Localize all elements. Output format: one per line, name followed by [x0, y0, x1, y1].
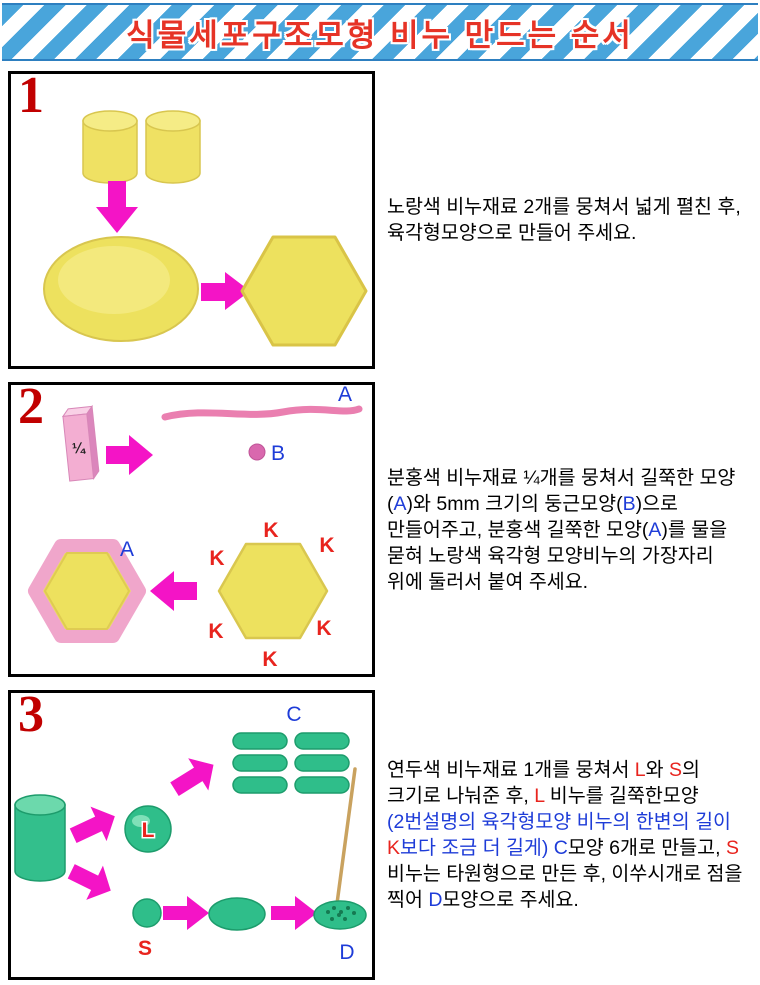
arrow-right-icon	[163, 896, 209, 930]
oval-label-d: D	[339, 941, 354, 964]
edge-label-k-upper-right: K	[319, 534, 334, 557]
pink-strip	[161, 405, 363, 421]
step-2-illustration: ¼ A B A K K	[28, 385, 363, 671]
toothpick	[334, 767, 357, 913]
green-oval	[208, 897, 266, 931]
arrow-down-right-icon	[67, 864, 111, 900]
step-1: 1	[8, 67, 760, 369]
edge-label-k-lower-right: K	[316, 617, 331, 640]
step-3-number: 3	[18, 686, 44, 743]
arrow-down-icon	[96, 181, 138, 233]
pink-ball	[248, 443, 266, 461]
edge-label-k-upper-left: K	[209, 547, 224, 570]
ball-label-l: L	[142, 819, 155, 842]
step-3-illustration: L C S	[14, 703, 367, 964]
title-banner: 식물세포구조모형 비누 만드는 순서	[2, 3, 758, 61]
arrow-up-right-icon	[69, 806, 115, 843]
edge-label-k-top: K	[263, 519, 278, 542]
ball-label-s: S	[138, 937, 152, 960]
arrow-right-icon	[271, 896, 317, 930]
yellow-flattened-disc	[43, 236, 199, 342]
green-oval-dotted	[313, 900, 367, 930]
green-ball-small	[132, 898, 162, 928]
step-2-instructions: 분홍색 비누재료 ¼개를 뭉쳐서 길쭉한 모양 (A)와 5mm 크기의 둥근모…	[387, 466, 736, 593]
strip-label-a: A	[338, 385, 352, 406]
green-strips-group	[232, 732, 350, 794]
arrow-right-icon	[106, 435, 153, 475]
step-3-instructions: 연두색 비누재료 1개를 뭉쳐서 L와 S의 크기로 나눠준 후, L 비누를 …	[387, 759, 743, 911]
step-3-figure-box: 3 L	[8, 686, 375, 980]
pink-quarter-block: ¼	[61, 404, 100, 482]
strips-label-c: C	[286, 703, 301, 726]
step-1-figure-box: 1	[8, 67, 375, 369]
yellow-cylinder-1	[82, 110, 138, 184]
step-1-illustration	[43, 110, 368, 347]
ball-label-b: B	[271, 442, 285, 465]
edge-label-k-bottom: K	[262, 648, 277, 671]
yellow-hexagon	[240, 235, 368, 347]
hexagon-label-a: A	[120, 538, 134, 561]
step-2-number: 2	[18, 378, 44, 435]
step-1-number: 1	[18, 67, 44, 124]
arrow-left-icon	[150, 571, 197, 611]
green-cylinder	[14, 794, 66, 882]
edge-label-k-lower-left: K	[208, 620, 223, 643]
arrow-right-icon	[201, 272, 250, 310]
yellow-hexagon	[217, 542, 329, 640]
step-1-instructions: 노랑색 비누재료 2개를 뭉쳐서 넓게 펼친 후, 육각형모양으로 만들어 주세…	[387, 196, 741, 244]
green-ball-large	[124, 805, 172, 853]
step-3: 3 L	[8, 686, 760, 980]
pink-rimmed-hexagon	[28, 539, 146, 643]
step-2: 2 ¼ A B	[8, 378, 760, 677]
step-2-figure-box: 2 ¼ A B	[8, 378, 375, 677]
arrow-up-right-icon	[170, 758, 214, 796]
quarter-fraction-label: ¼	[71, 439, 87, 457]
page-title: 식물세포구조모형 비누 만드는 순서	[126, 17, 634, 53]
yellow-cylinder-2	[145, 110, 201, 184]
